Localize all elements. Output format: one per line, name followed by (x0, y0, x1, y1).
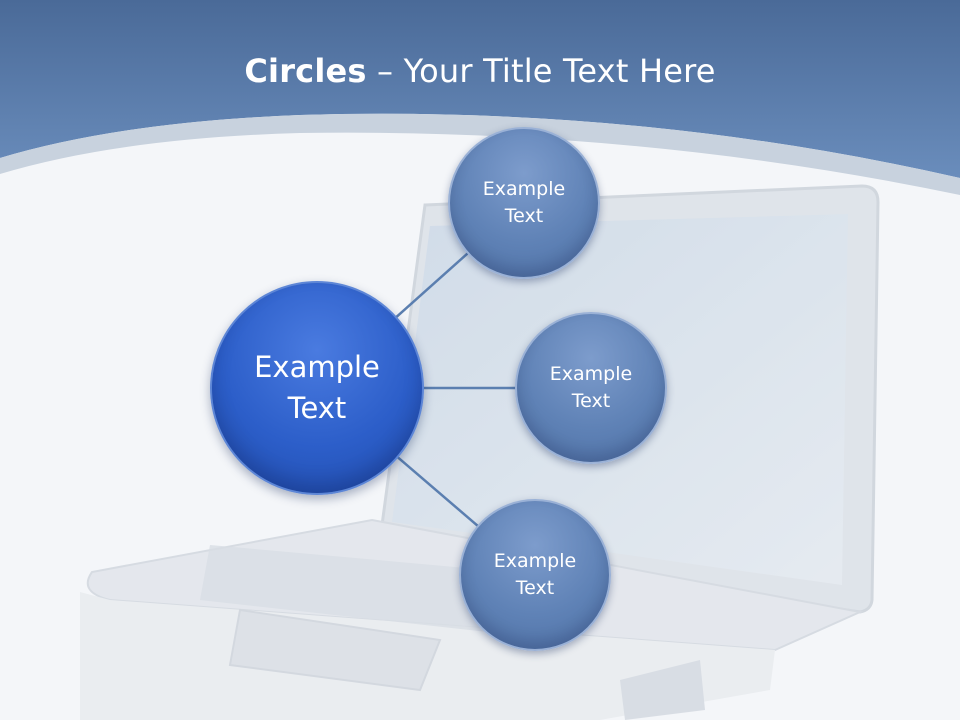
header-arc (0, 113, 960, 195)
title-rest: – Your Title Text Here (366, 52, 716, 90)
laptop-illustration (80, 184, 880, 720)
page-title: Circles – Your Title Text Here (0, 52, 960, 90)
connector-line-3 (394, 454, 480, 528)
title-bold: Circles (244, 52, 367, 90)
connector-line-1 (392, 251, 470, 321)
connectors (392, 251, 517, 528)
header-band (0, 0, 960, 178)
